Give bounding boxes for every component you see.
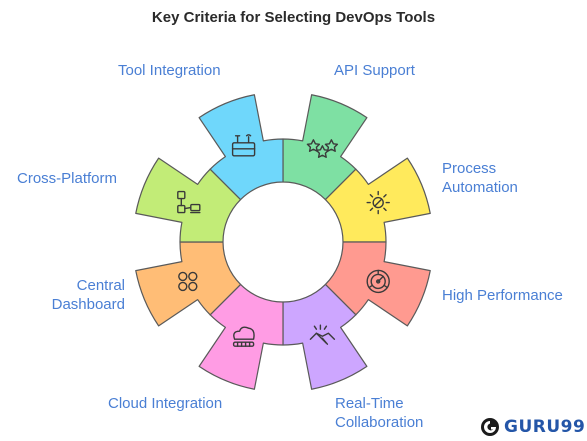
label-api-support: API Support [334,62,415,79]
diagram-title: Key Criteria for Selecting DevOps Tools [151,9,436,26]
label-real-time-collaboration: Real-Time Collaboration [335,395,424,431]
label-high-performance: High Performance [442,287,563,304]
gear-segment-central-dashboard [135,241,242,327]
label-cross-platform: Cross-Platform [17,170,118,187]
label-central-dashboard: Central Dashboard [51,277,125,313]
gear-segment-real-time-collaboration [282,283,368,390]
gear-segment-tool-integration [198,94,284,201]
label-tool-integration: Tool Integration [118,62,221,79]
toolbox-icon [231,134,256,157]
cloud-icon [232,326,255,347]
brand-logo: GURU99 [480,416,585,438]
brand-name: GURU99 [504,417,586,437]
gear-segment-high-performance [324,241,431,327]
gear-hand-icon [366,190,390,215]
speedometer-icon [366,269,390,294]
devices-icon [177,190,201,214]
grid-circles-icon [178,271,198,292]
label-process-automation: Process Automation [442,160,518,196]
stars-icon [306,139,339,159]
gear-segment-process-automation [324,157,431,243]
handshake-icon [309,324,336,345]
gear-segment-api-support [282,94,368,201]
gear-segment-cross-platform [135,157,242,243]
brand-mark-icon [481,418,499,436]
label-cloud-integration: Cloud Integration [108,395,223,412]
gear-segment-cloud-integration [198,283,284,390]
